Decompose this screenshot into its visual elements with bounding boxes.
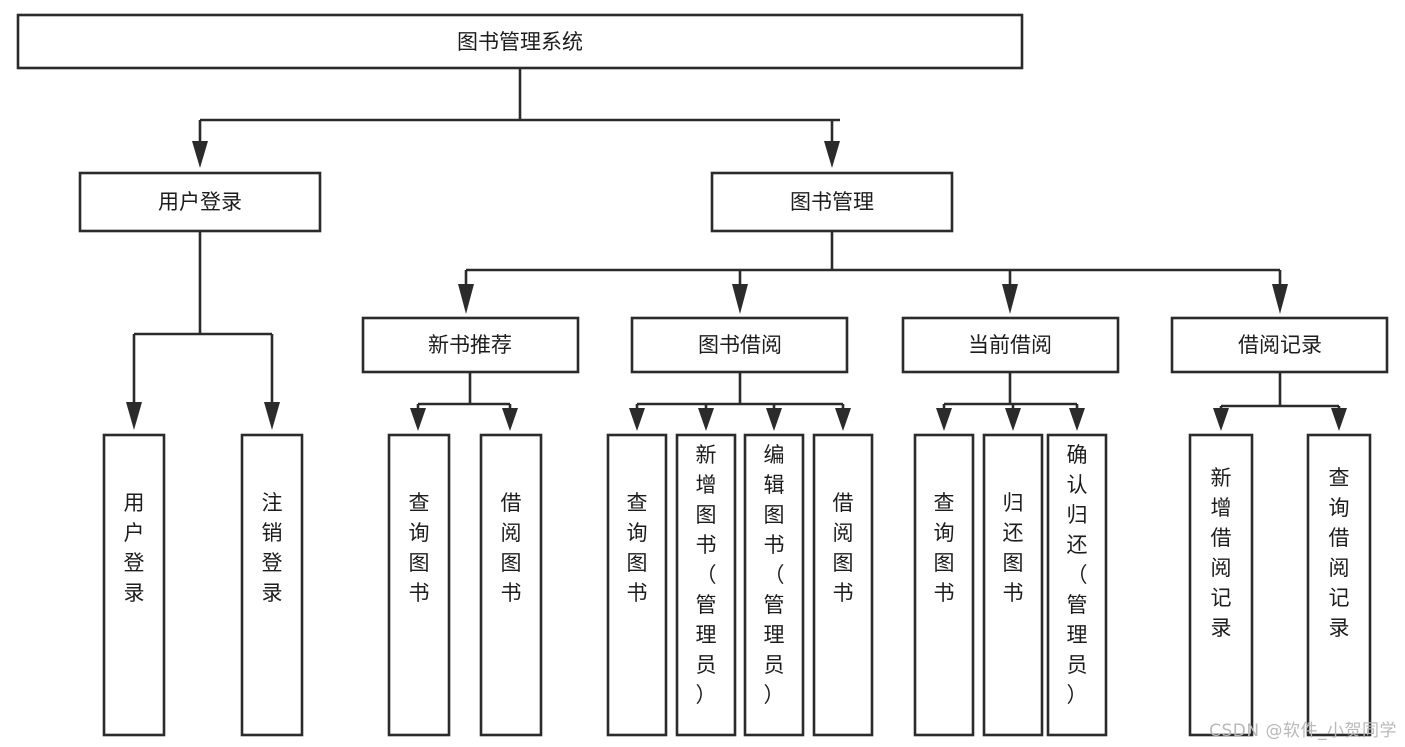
node-leaf-borrow-book-2[interactable]: 借阅图书 xyxy=(812,433,874,737)
node-user-login-label: 用户登录 xyxy=(158,190,242,214)
node-leaf-add-record-box[interactable] xyxy=(1188,433,1254,737)
edge-book-manage-to-level2 xyxy=(458,231,1288,314)
arrow-to-leaf-borrow-book-1 xyxy=(502,408,518,431)
node-leaf-edit-book-label: 编辑图书（管理员） xyxy=(764,443,785,707)
node-book-borrow-box[interactable] xyxy=(630,316,849,374)
node-leaf-add-book[interactable]: 新增图书（管理员） xyxy=(675,433,737,737)
node-book-manage[interactable]: 图书管理 xyxy=(710,171,954,233)
node-current-borrow-box[interactable] xyxy=(901,316,1120,374)
arrow-to-leaf-query-book-2 xyxy=(629,408,645,431)
edge-record-to-leaves xyxy=(1213,372,1347,431)
node-leaf-confirm-return[interactable]: 确认归还（管理员） xyxy=(1046,433,1108,737)
node-leaf-return-book-label: 归还图书 xyxy=(1003,491,1024,605)
node-root-label: 图书管理系统 xyxy=(457,30,583,54)
node-leaf-confirm-return-label: 确认归还（管理员） xyxy=(1067,443,1088,707)
node-borrow-record-label: 借阅记录 xyxy=(1238,333,1322,357)
arrow-to-leaf-edit-book xyxy=(766,408,782,431)
node-leaf-return-book[interactable]: 归还图书 xyxy=(982,433,1044,737)
node-book-manage-box[interactable] xyxy=(710,171,954,233)
node-leaf-edit-book[interactable]: 编辑图书（管理员） xyxy=(743,433,805,737)
node-leaf-borrow-book-1-box[interactable] xyxy=(479,433,543,737)
node-leaf-query-book-2[interactable]: 查询图书 xyxy=(606,433,668,737)
node-leaf-user-login[interactable]: 用户登录 xyxy=(102,433,166,737)
arrow-to-book-borrow xyxy=(732,284,748,314)
node-leaf-query-book-3-box[interactable] xyxy=(913,433,975,737)
node-leaf-borrow-book-1[interactable]: 借阅图书 xyxy=(479,433,543,737)
node-leaf-add-book-box[interactable] xyxy=(675,433,737,737)
node-leaf-borrow-book-2-box[interactable] xyxy=(812,433,874,737)
edge-root-to-level1 xyxy=(192,68,840,168)
node-leaf-query-book-2-label: 查询图书 xyxy=(627,491,648,605)
edge-current-to-leaves xyxy=(936,372,1085,431)
arrow-to-borrow-record xyxy=(1272,284,1288,314)
node-borrow-record[interactable]: 借阅记录 xyxy=(1170,316,1389,374)
arrow-to-new-book-recommend xyxy=(458,284,474,314)
node-leaf-user-login-label: 用户登录 xyxy=(124,491,145,605)
node-leaf-edit-book-box[interactable] xyxy=(743,433,805,737)
node-new-book-recommend-label: 新书推荐 xyxy=(428,333,512,357)
node-leaf-query-book-3-label: 查询图书 xyxy=(934,491,955,605)
node-leaf-add-record[interactable]: 新增借阅记录 xyxy=(1188,433,1254,737)
node-leaf-query-book-3[interactable]: 查询图书 xyxy=(913,433,975,737)
node-leaf-user-login-box[interactable] xyxy=(102,433,166,737)
node-leaf-query-book-2-box[interactable] xyxy=(606,433,668,737)
arrow-to-leaf-query-record xyxy=(1331,408,1347,431)
edge-borrow-to-leaves xyxy=(629,372,851,431)
arrow-to-leaf-borrow-book-2 xyxy=(835,408,851,431)
node-book-borrow[interactable]: 图书借阅 xyxy=(630,316,849,374)
arrow-to-current-borrow xyxy=(1002,284,1018,314)
arrow-to-leaf-logout xyxy=(264,402,280,430)
node-leaf-confirm-return-box[interactable] xyxy=(1046,433,1108,737)
edge-recommend-to-leaves xyxy=(410,372,518,431)
arrow-to-leaf-user-login xyxy=(126,402,142,430)
node-book-manage-label: 图书管理 xyxy=(790,190,874,214)
node-user-login-box[interactable] xyxy=(78,171,322,233)
node-leaf-logout-label: 注销登录 xyxy=(262,491,283,605)
arrow-to-leaf-confirm-return xyxy=(1069,408,1085,431)
node-leaf-query-record[interactable]: 查询借阅记录 xyxy=(1306,433,1372,737)
node-current-borrow-label: 当前借阅 xyxy=(968,333,1052,357)
edge-user-login-to-leaves xyxy=(126,231,280,430)
node-user-login[interactable]: 用户登录 xyxy=(78,171,322,233)
arrow-to-leaf-query-book-1 xyxy=(410,408,426,431)
node-leaf-add-record-label: 新增借阅记录 xyxy=(1211,466,1232,640)
leaf-nodes: 用户登录 注销登录 查询图书 借阅图书 查询图书 新增图书（管理员） xyxy=(102,433,1372,737)
node-leaf-query-book-1-label: 查询图书 xyxy=(409,491,430,605)
node-leaf-query-book-1-box[interactable] xyxy=(387,433,451,737)
node-root[interactable]: 图书管理系统 xyxy=(16,13,1024,70)
arrow-to-user-login xyxy=(192,141,208,168)
node-leaf-query-record-box[interactable] xyxy=(1306,433,1372,737)
node-book-borrow-label: 图书借阅 xyxy=(698,333,782,357)
node-leaf-borrow-book-2-label: 借阅图书 xyxy=(833,491,854,605)
node-leaf-query-book-1[interactable]: 查询图书 xyxy=(387,433,451,737)
node-leaf-logout[interactable]: 注销登录 xyxy=(240,433,304,737)
node-new-book-recommend[interactable]: 新书推荐 xyxy=(361,316,580,374)
node-borrow-record-box[interactable] xyxy=(1170,316,1389,374)
node-new-book-recommend-box[interactable] xyxy=(361,316,580,374)
arrow-to-leaf-add-book xyxy=(698,408,714,431)
node-leaf-borrow-book-1-label: 借阅图书 xyxy=(501,491,522,605)
node-root-box[interactable] xyxy=(16,13,1024,70)
arrow-to-book-manage xyxy=(824,141,840,168)
node-leaf-logout-box[interactable] xyxy=(240,433,304,737)
arrow-to-leaf-query-book-3 xyxy=(936,408,952,431)
arrow-to-leaf-add-record xyxy=(1213,408,1229,431)
node-leaf-query-record-label: 查询借阅记录 xyxy=(1329,466,1350,640)
node-leaf-add-book-label: 新增图书（管理员） xyxy=(696,443,717,707)
node-leaf-return-book-box[interactable] xyxy=(982,433,1044,737)
node-current-borrow[interactable]: 当前借阅 xyxy=(901,316,1120,374)
arrow-to-leaf-return-book xyxy=(1005,408,1021,431)
